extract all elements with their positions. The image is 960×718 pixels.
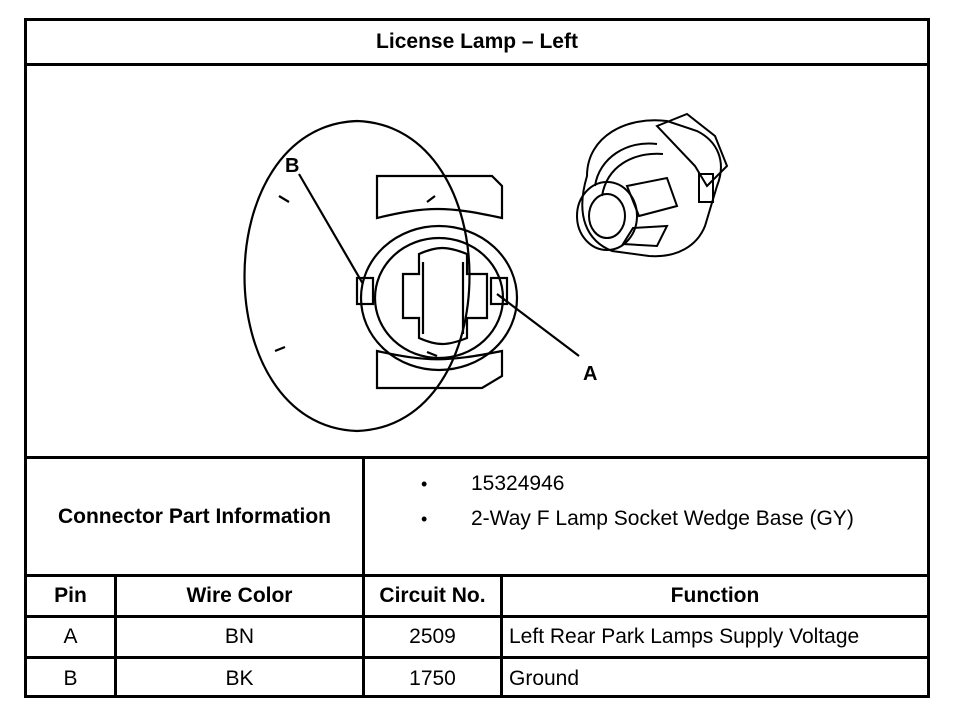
leader-a (496, 293, 580, 357)
header-function: Function (670, 584, 760, 607)
header-pin: Pin (27, 577, 117, 615)
part-description: 2-Way F Lamp Socket Wedge Base (GY) (471, 507, 854, 530)
inner-ring-outer (359, 224, 519, 372)
cell-wire-color: BK (117, 659, 365, 698)
bullet-icon: • (421, 508, 428, 529)
socket-lens (576, 181, 638, 251)
leader-b (298, 173, 364, 285)
cell-circuit-no: 2509 (365, 618, 503, 656)
socket-fin-2 (621, 224, 669, 248)
connector-part-info: Connector Part Information • 15324946 • … (27, 459, 927, 577)
face-notch-right (426, 195, 438, 358)
cell-pin: A (27, 618, 117, 656)
socket-ring-1 (594, 142, 658, 187)
table-header-row: Pin Wire Color Circuit No. Function (27, 577, 927, 618)
cell-circuit-no: 1750 (365, 659, 503, 698)
cell-wire-color: BN (117, 618, 365, 656)
cell-pin: B (27, 659, 117, 698)
callout-b: B (285, 155, 299, 177)
upper-latch (375, 174, 504, 220)
lower-latch (375, 349, 504, 390)
table-row: A BN 2509 Left Rear Park Lamps Supply Vo… (27, 618, 927, 659)
callout-a: A (583, 363, 597, 385)
table-row: B BK 1750 Ground (27, 659, 927, 698)
lamp-socket-3d (576, 112, 729, 258)
cell-function: Ground (509, 666, 580, 690)
socket-head (655, 112, 729, 188)
header-wire-color: Wire Color (117, 577, 365, 615)
connector-illustration: B A (243, 112, 729, 433)
socket-fin-1 (625, 176, 679, 218)
inner-ring-inner (373, 236, 505, 360)
connector-figure: B A (27, 66, 927, 459)
contact-b (355, 276, 375, 306)
connector-sheet: License Lamp – Left (24, 18, 930, 698)
socket-body (581, 119, 722, 258)
terminal-blade (401, 246, 489, 346)
socket-bore (588, 193, 626, 239)
cell-function: Left Rear Park Lamps Supply Voltage (509, 625, 860, 648)
socket-ring-2 (601, 152, 664, 197)
socket-terminal (698, 173, 714, 203)
sheet-title: License Lamp – Left (27, 21, 927, 66)
face-notch-left (274, 195, 290, 353)
connector-part-info-list: • 15324946 • 2-Way F Lamp Socket Wedge B… (365, 459, 927, 574)
contact-a (489, 276, 509, 306)
part-number: 15324946 (471, 472, 565, 495)
header-circuit-no: Circuit No. (365, 577, 503, 615)
connector-part-info-label: Connector Part Information (27, 459, 365, 574)
bullet-icon: • (421, 473, 428, 494)
connector-face-outline (243, 119, 471, 433)
